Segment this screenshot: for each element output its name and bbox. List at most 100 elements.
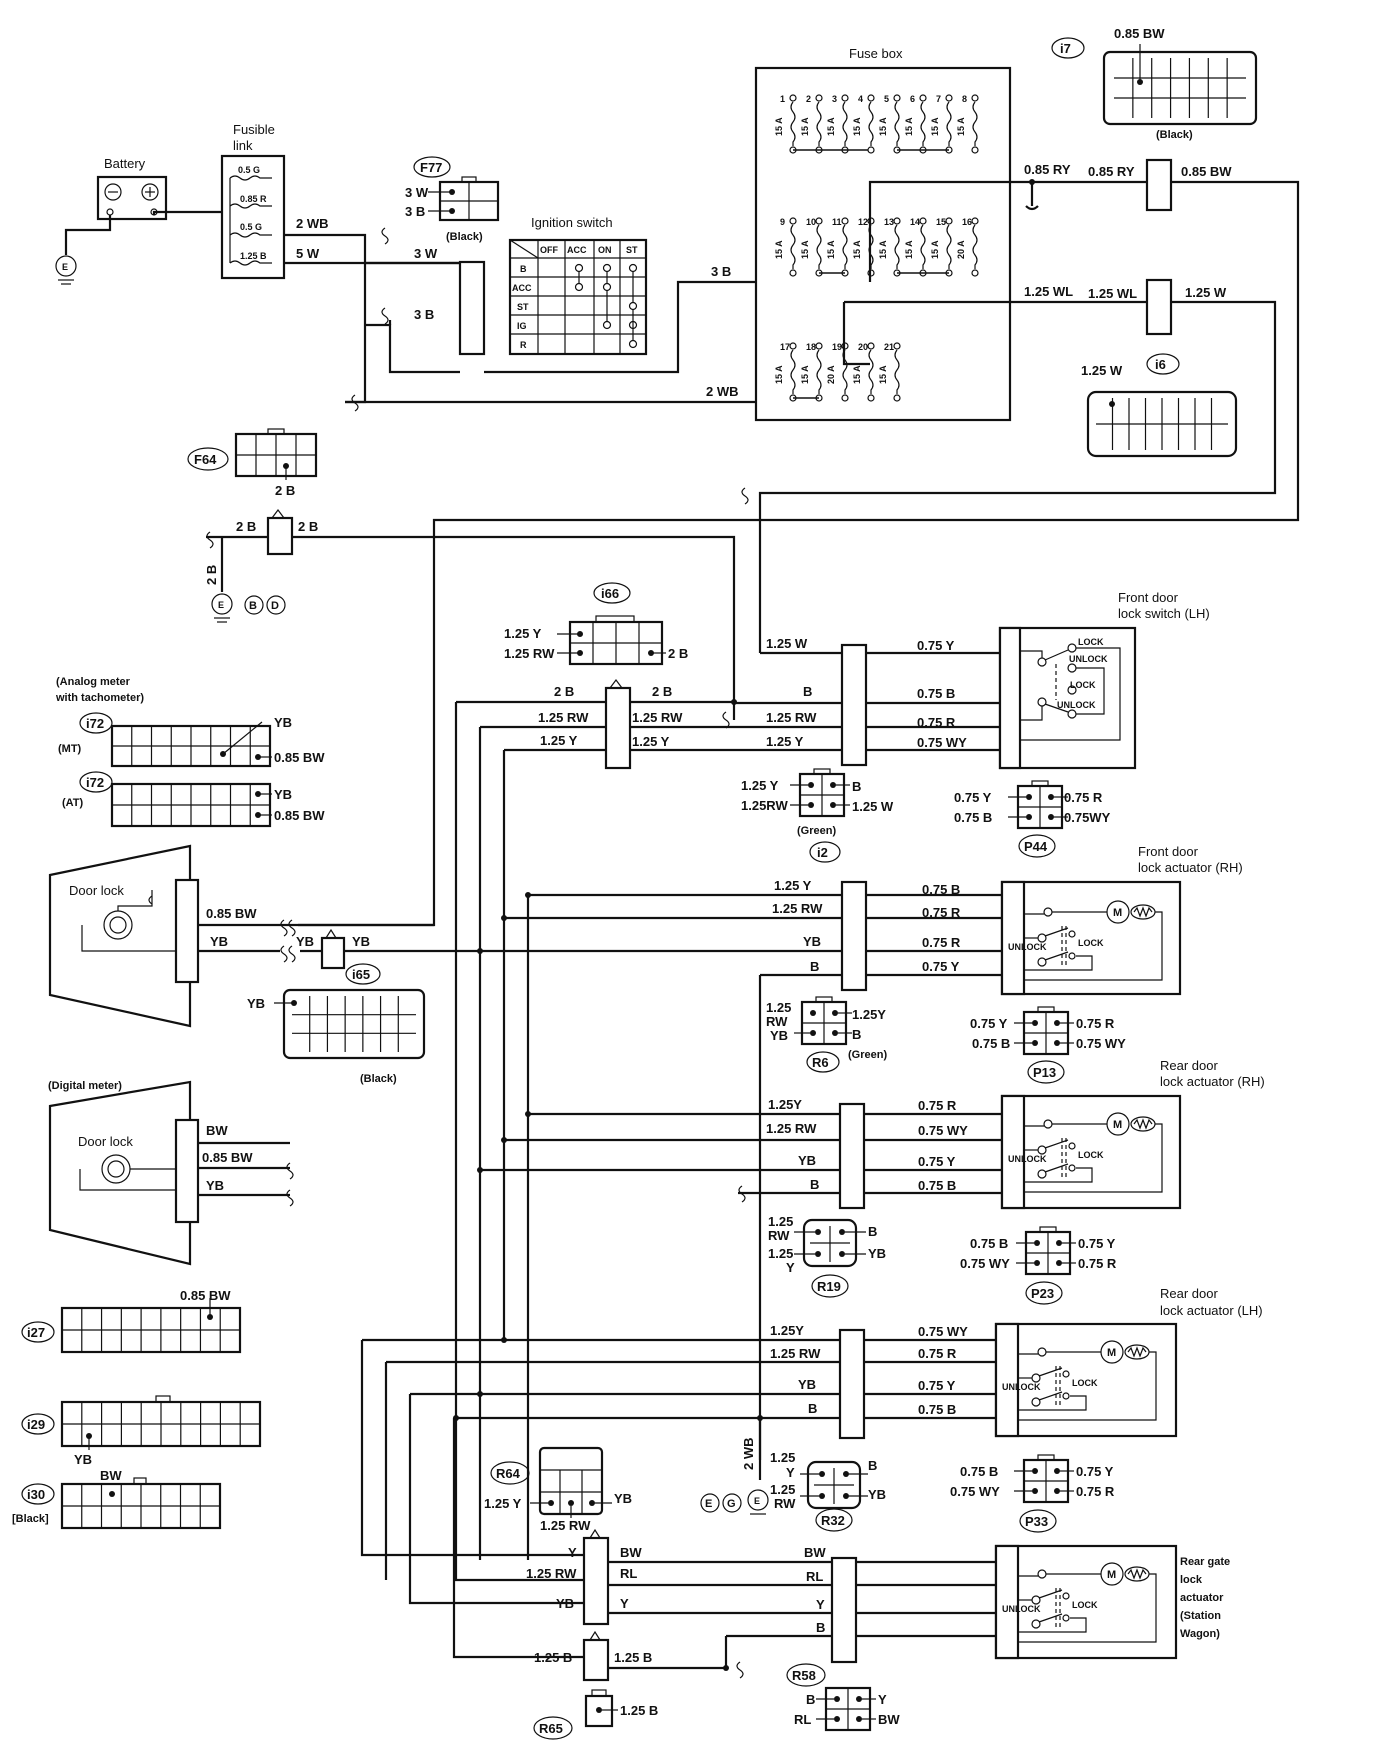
svg-text:Fusible: Fusible	[233, 122, 275, 137]
fuse-8: 815 A	[956, 94, 979, 154]
fusible-link: Fusible link 0.5 G 0.85 R 0.5 G 1.25 B	[220, 122, 286, 280]
svg-text:B: B	[810, 1177, 819, 1192]
svg-text:G: G	[727, 1498, 736, 1510]
svg-text:LOCK: LOCK	[1078, 637, 1104, 647]
fuse-rating: 20 A	[826, 365, 836, 384]
connector-i2: 1.25 Y 1.25RW B 1.25 W (Green) i2	[741, 768, 894, 863]
svg-text:1.25 Y: 1.25 Y	[632, 734, 670, 749]
svg-text:1.25Y: 1.25Y	[852, 1007, 886, 1022]
svg-text:R: R	[520, 340, 527, 350]
svg-text:R65: R65	[539, 1721, 563, 1736]
svg-text:0.75 Y: 0.75 Y	[1076, 1464, 1114, 1479]
svg-text:1.25 W: 1.25 W	[1185, 285, 1227, 300]
svg-text:BW: BW	[100, 1468, 122, 1483]
svg-text:i27: i27	[27, 1325, 45, 1340]
fuse-rating: 15 A	[930, 117, 940, 136]
svg-text:1.25 W: 1.25 W	[852, 799, 894, 814]
analog-meter: (Analog meter with tachometer) i72 (MT) …	[55, 676, 325, 828]
svg-text:0.75 WY: 0.75 WY	[960, 1256, 1010, 1271]
fuse-rating: 15 A	[774, 365, 784, 384]
svg-text:Y: Y	[568, 1545, 577, 1560]
svg-text:0.75 Y: 0.75 Y	[954, 790, 992, 805]
svg-text:1.25 WL: 1.25 WL	[1088, 286, 1137, 301]
connector-i27: i27 0.85 BW	[21, 1288, 242, 1354]
svg-text:3 W: 3 W	[405, 185, 429, 200]
svg-text:(AT): (AT)	[62, 797, 84, 809]
svg-text:0.75 R: 0.75 R	[1064, 790, 1103, 805]
svg-text:2 B: 2 B	[554, 684, 574, 699]
connector-i66: i66 1.25 Y 1.25 RW 2 B	[504, 582, 688, 666]
svg-text:ST: ST	[517, 302, 529, 312]
svg-text:1.25: 1.25	[770, 1482, 795, 1497]
connector-r65: 1.25 B R65	[533, 1689, 658, 1740]
svg-text:0.85 R: 0.85 R	[240, 194, 267, 204]
svg-text:2 B: 2 B	[236, 519, 256, 534]
svg-text:P44: P44	[1024, 839, 1048, 854]
svg-text:B: B	[808, 1401, 817, 1416]
svg-text:RW: RW	[768, 1228, 790, 1243]
fuse-number: 20	[858, 342, 868, 352]
svg-text:1.25 RW: 1.25 RW	[504, 646, 555, 661]
connector-p13: 0.75 Y 0.75 B 0.75 R 0.75 WY P13	[970, 1006, 1126, 1084]
svg-text:1.25 RW: 1.25 RW	[632, 710, 683, 725]
svg-text:1.25 RW: 1.25 RW	[538, 710, 589, 725]
svg-text:0.75 R: 0.75 R	[917, 715, 956, 730]
fuse-number: 13	[884, 217, 894, 227]
svg-text:E: E	[754, 1496, 760, 1506]
svg-text:BW: BW	[206, 1123, 228, 1138]
svg-text:1.25 Y: 1.25 Y	[504, 626, 542, 641]
svg-text:M: M	[1113, 1119, 1122, 1131]
svg-text:3 B: 3 B	[405, 204, 425, 219]
svg-text:B: B	[806, 1692, 815, 1707]
svg-text:0.85 RY: 0.85 RY	[1088, 164, 1135, 179]
svg-text:YB: YB	[868, 1487, 886, 1502]
svg-text:R6: R6	[812, 1055, 829, 1070]
front-door-lock-switch-lh: Front door lock switch (LH) LOCK UNLOCK …	[998, 590, 1210, 770]
svg-text:1.25RW: 1.25RW	[741, 798, 788, 813]
svg-text:0.75 R: 0.75 R	[1076, 1484, 1115, 1499]
svg-text:R58: R58	[792, 1668, 816, 1683]
svg-text:BW: BW	[804, 1545, 826, 1560]
svg-text:5 W: 5 W	[296, 246, 320, 261]
fuse-number: 15	[936, 217, 946, 227]
svg-text:2 WB: 2 WB	[296, 216, 329, 231]
svg-text:Wagon): Wagon)	[1180, 1628, 1220, 1640]
svg-text:(Digital meter): (Digital meter)	[48, 1080, 122, 1092]
fuse-number: 19	[832, 342, 842, 352]
svg-text:(Black): (Black)	[360, 1073, 397, 1085]
connector-r19: 1.25 RW 1.25 Y B YB R19	[768, 1214, 886, 1298]
svg-text:1.25Y: 1.25Y	[768, 1097, 802, 1112]
svg-text:2 B: 2 B	[668, 646, 688, 661]
svg-text:RW: RW	[766, 1014, 788, 1029]
svg-text:0.75 Y: 0.75 Y	[917, 638, 955, 653]
connector-p23: 0.75 B 0.75 WY 0.75 Y 0.75 R P23	[960, 1226, 1117, 1305]
fuse-rating: 15 A	[904, 240, 914, 259]
svg-text:Y: Y	[620, 1596, 629, 1611]
svg-text:BW: BW	[878, 1712, 900, 1727]
svg-text:YB: YB	[206, 1178, 224, 1193]
digital-meter: (Digital meter) Door lock BW 0.85 BW YB	[48, 1080, 294, 1266]
ground-b-d: E B D	[211, 593, 286, 623]
svg-text:2 WB: 2 WB	[741, 1438, 756, 1471]
svg-text:UNLOCK: UNLOCK	[1069, 654, 1108, 664]
svg-text:RL: RL	[794, 1712, 811, 1727]
svg-text:1.25: 1.25	[766, 1000, 791, 1015]
connector-f77: F77 3 W 3 B (Black)	[405, 156, 500, 243]
svg-text:0.85 BW: 0.85 BW	[274, 808, 325, 823]
svg-text:0.75 WY: 0.75 WY	[918, 1324, 968, 1339]
svg-text:YB: YB	[803, 934, 821, 949]
svg-text:0.75 B: 0.75 B	[970, 1236, 1008, 1251]
svg-text:1.25 B: 1.25 B	[614, 1650, 652, 1665]
svg-text:0.75 R: 0.75 R	[1076, 1016, 1115, 1031]
svg-text:[Black]: [Black]	[12, 1513, 49, 1525]
fuse-rating: 15 A	[852, 365, 862, 384]
svg-text:OFF: OFF	[540, 245, 558, 255]
svg-text:0.85 BW: 0.85 BW	[1181, 164, 1232, 179]
fuse-number: 9	[780, 217, 785, 227]
connector-r32: 1.25 Y 1.25 RW B YB R32	[770, 1450, 886, 1532]
fuse-9: 915 A	[774, 217, 797, 277]
door-lock-indicator-analog: Door lock	[48, 844, 200, 1028]
